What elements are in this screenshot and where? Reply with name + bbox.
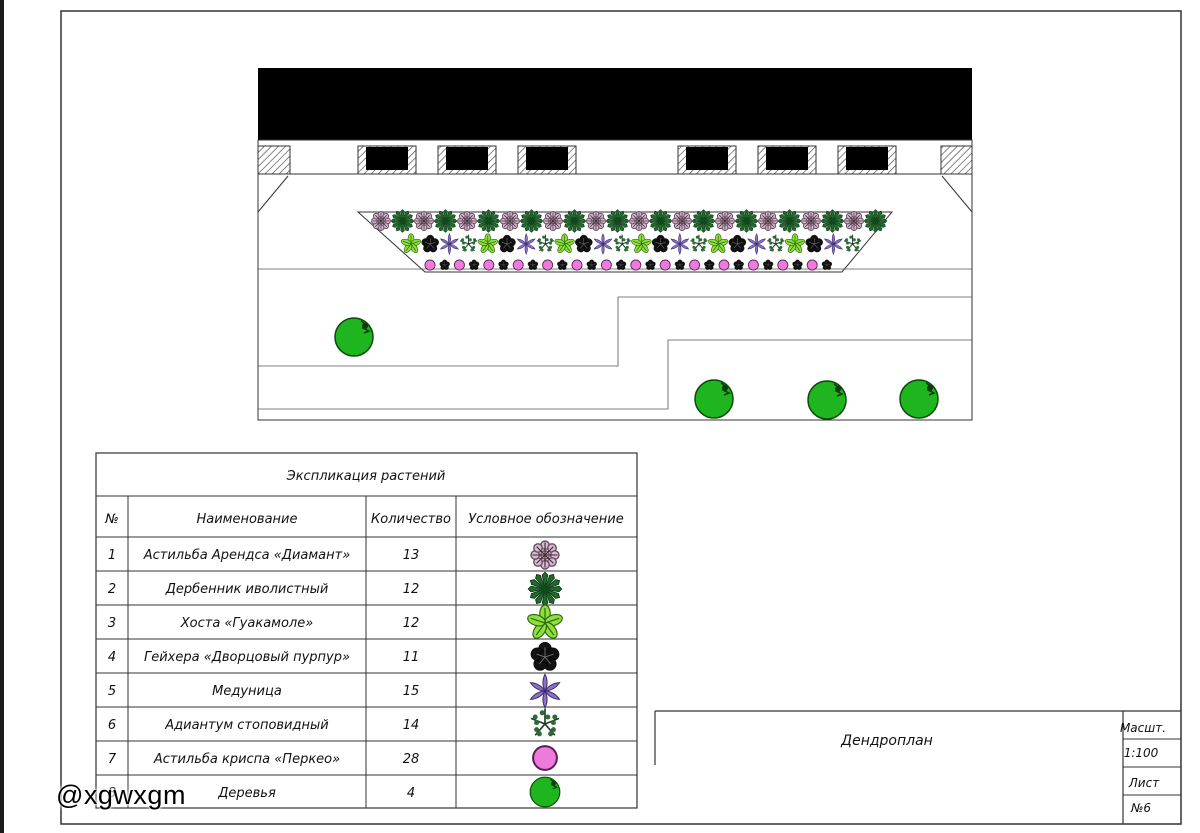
astilbe-diamant-icon	[801, 211, 821, 231]
svg-text:14: 14	[403, 718, 420, 733]
svg-text:4: 4	[407, 786, 415, 801]
astilbe-perkeo-icon	[747, 259, 759, 271]
site-plan	[257, 68, 973, 421]
astilbe-perkeo-icon	[689, 259, 701, 271]
astilbe-diamant-icon	[530, 540, 560, 570]
astilbe-diamant-icon	[672, 211, 692, 231]
table-row: 7 Астильба криспа «Перкео» 28	[108, 745, 558, 771]
astilbe-diamant-icon	[629, 211, 649, 231]
table-row: 1 Астильба Арендса «Диамант» 13	[108, 540, 560, 570]
svg-text:11: 11	[403, 650, 420, 665]
astilbe-perkeo-icon	[424, 259, 436, 271]
astilbe-diamant-icon	[543, 211, 563, 231]
astilbe-diamant-icon	[371, 211, 391, 231]
svg-text:12: 12	[403, 582, 420, 597]
svg-text:Гейхера «Дворцовый пурпур»: Гейхера «Дворцовый пурпур»	[144, 650, 350, 665]
astilbe-perkeo-icon	[512, 259, 524, 271]
table-row: 2 Дербенник иволистный 12	[108, 571, 563, 607]
legend-title: Экспликация растений	[286, 469, 446, 484]
drawing-title: Дендроплан	[840, 733, 933, 749]
astilbe-perkeo-icon	[453, 259, 465, 271]
table-row: 5 Медуница 15	[108, 673, 562, 709]
pulmonaria-icon	[528, 673, 562, 709]
svg-text:3: 3	[108, 616, 116, 631]
legend-header-symbol: Условное обозначение	[468, 512, 624, 527]
sheet-frame	[60, 10, 1182, 825]
sheet-number: №6	[1130, 801, 1151, 815]
heuchera-icon	[530, 641, 560, 671]
scale-label: Масшт.	[1120, 721, 1166, 735]
svg-text:Дербенник иволистный: Дербенник иволистный	[165, 582, 329, 597]
hatched-column-right	[940, 145, 973, 175]
svg-text:15: 15	[403, 684, 420, 699]
astilbe-diamant-icon	[457, 211, 477, 231]
astilbe-perkeo-icon	[659, 259, 671, 271]
scale-value: 1:100	[1124, 746, 1159, 760]
svg-text:7: 7	[108, 752, 117, 767]
svg-text:Хоста «Гуакамоле»: Хоста «Гуакамоле»	[180, 616, 314, 631]
astilbe-perkeo-icon	[630, 259, 642, 271]
tree-icon	[529, 776, 561, 808]
svg-text:5: 5	[108, 684, 116, 699]
table-row: 6 Адиантум стоповидный 14	[108, 707, 560, 738]
table-row: 8 Деревья 4	[108, 776, 561, 808]
astilbe-perkeo-icon	[806, 259, 818, 271]
svg-text:2: 2	[108, 582, 116, 597]
astilbe-diamant-icon	[758, 211, 778, 231]
building-windows	[357, 145, 897, 175]
astilbe-diamant-icon	[586, 211, 606, 231]
plant-legend-table: Экспликация растений № Наименование Коли…	[95, 452, 638, 809]
hatched-column-left	[257, 145, 291, 175]
svg-text:1: 1	[108, 548, 116, 563]
svg-text:4: 4	[108, 650, 116, 665]
astilbe-perkeo-icon	[542, 259, 554, 271]
astilbe-perkeo-icon	[532, 745, 558, 771]
title-block: Дендроплан Масшт. 1:100 Лист №6	[654, 710, 1181, 824]
astilbe-diamant-icon	[414, 211, 434, 231]
astilbe-perkeo-icon	[571, 259, 583, 271]
hosta-icon	[525, 604, 565, 642]
svg-text:Медуница: Медуница	[212, 684, 282, 699]
astilbe-diamant-icon	[715, 211, 735, 231]
watermark: @xgwxgm	[56, 780, 186, 810]
astilbe-perkeo-icon	[483, 259, 495, 271]
plan-trees	[334, 317, 939, 420]
astilbe-perkeo-icon	[777, 259, 789, 271]
legend-header-num: №	[104, 512, 119, 527]
svg-text:Астильба криспа «Перкео»: Астильба криспа «Перкео»	[153, 752, 340, 767]
table-row: 3 Хоста «Гуакамоле» 12	[108, 604, 565, 642]
svg-text:Адиантум стоповидный: Адиантум стоповидный	[164, 718, 328, 733]
astilbe-diamant-icon	[844, 211, 864, 231]
svg-text:Деревья: Деревья	[217, 786, 276, 801]
svg-text:28: 28	[403, 752, 420, 767]
table-row: 4 Гейхера «Дворцовый пурпур» 11	[108, 641, 560, 671]
astilbe-perkeo-icon	[718, 259, 730, 271]
astilbe-diamant-icon	[500, 211, 520, 231]
legend-header-name: Наименование	[196, 512, 297, 527]
building-roof	[258, 68, 972, 140]
svg-text:12: 12	[403, 616, 420, 631]
adiantum-icon	[530, 707, 560, 738]
svg-text:Астильба Арендса «Диамант»: Астильба Арендса «Диамант»	[143, 548, 351, 563]
sheet-label: Лист	[1128, 776, 1160, 790]
lythrum-icon	[527, 571, 563, 607]
svg-text:13: 13	[403, 548, 420, 563]
astilbe-perkeo-icon	[600, 259, 612, 271]
svg-text:8: 8	[108, 786, 116, 801]
svg-text:6: 6	[108, 718, 116, 733]
legend-header-qty: Количество	[371, 512, 451, 527]
